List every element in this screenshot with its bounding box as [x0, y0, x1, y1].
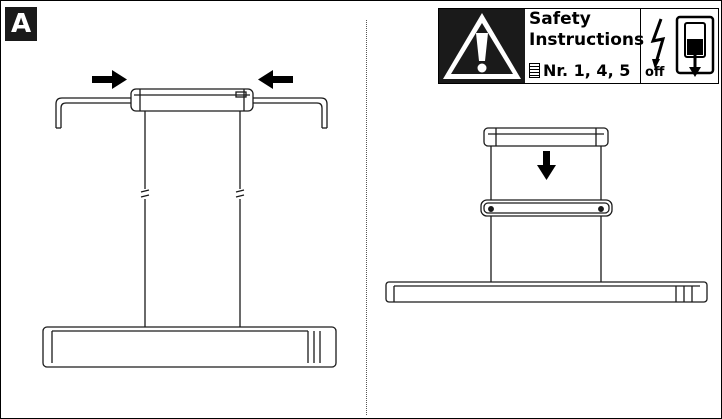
left-side-bracket [55, 97, 131, 129]
left-lamp-body [42, 326, 337, 368]
lightning-icon [650, 15, 715, 77]
panel-divider [366, 20, 367, 415]
right-cable-holder [480, 199, 613, 217]
switch-icon [675, 15, 715, 77]
safety-nr-label: Nr. 1, 4, 5 [543, 61, 631, 80]
document-icon [529, 63, 540, 78]
safety-reference: Nr. 1, 4, 5 [529, 61, 630, 81]
right-side-bracket [253, 97, 328, 129]
right-lamp-body [385, 281, 708, 303]
power-off-panel: off [640, 9, 719, 83]
safety-text: Safety Instructions Nr. 1, 4, 5 [527, 9, 644, 83]
arrow-right-icon [92, 70, 127, 89]
warning-icon [439, 9, 525, 83]
arrow-left-icon [258, 70, 293, 89]
off-label: off [645, 65, 665, 80]
step-label: A [5, 7, 37, 41]
left-suspension-cables [140, 111, 245, 327]
right-ceiling-canopy [483, 127, 609, 147]
safety-instructions-box: Safety Instructions Nr. 1, 4, 5 off [438, 8, 719, 84]
left-ceiling-canopy [130, 88, 254, 112]
arrow-down-icon [537, 151, 556, 180]
right-suspension-cables [490, 146, 602, 282]
arrows [92, 70, 556, 180]
safety-title: Safety Instructions [529, 9, 645, 50]
